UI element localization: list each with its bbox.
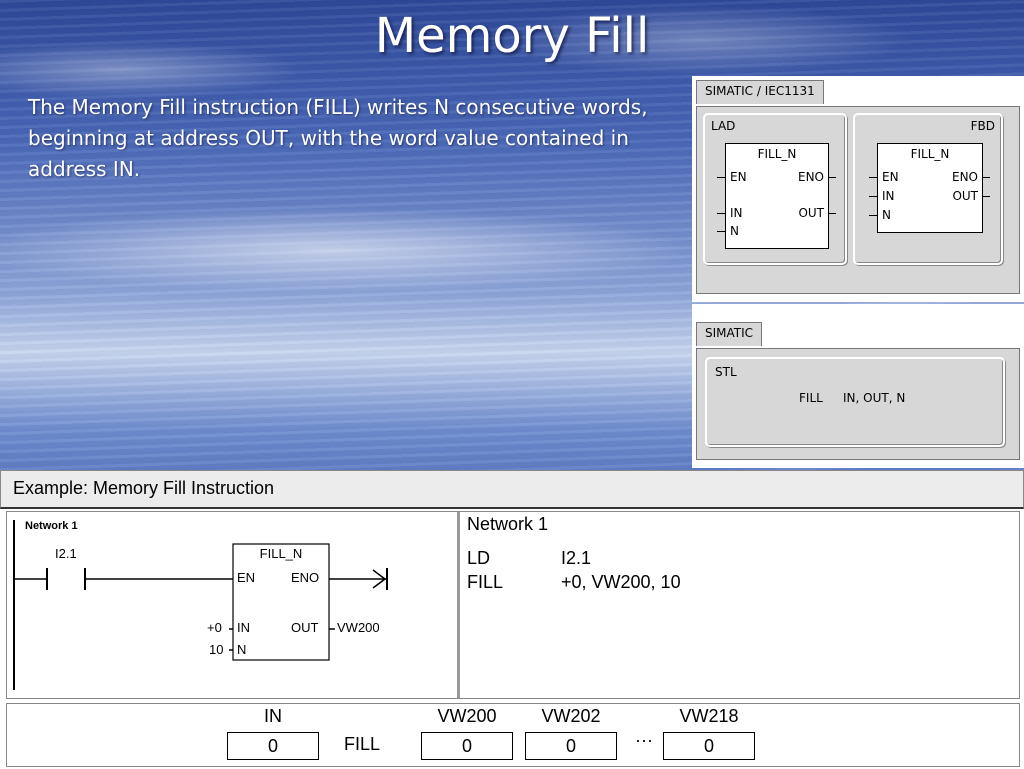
fbd-wire-out [982,196,990,197]
example-panel: Example: Memory Fill Instruction Network… [0,470,1024,769]
simatic-iec-tab-body: LAD FILL_N EN ENO IN OUT N FBD FILL_N EN… [696,106,1020,294]
example-pin-out: OUT [291,620,319,635]
example-pin-n: N [237,642,247,657]
fbd-pin-n: N [882,208,891,222]
lad-label: LAD [711,119,736,133]
fbd-pin-out: OUT [952,189,978,203]
lad-pin-eno: ENO [797,170,824,184]
fbd-wire-en [869,177,877,178]
fbd-label: FBD [970,119,995,133]
ladder-network-label: Network 1 [25,520,78,532]
example-pin-eno: ENO [291,570,320,585]
slide-description: The Memory Fill instruction (FILL) write… [28,95,648,181]
stl-line-1-op: LD [467,548,491,568]
fbd-wire-in [869,196,877,197]
vw218-header: VW218 [679,706,739,726]
stl-operands: IN, OUT, N [843,391,906,405]
lad-wire-out [828,213,836,214]
lad-box: LAD FILL_N EN ENO IN OUT N [703,113,847,265]
vw202-header: VW202 [541,706,601,726]
lad-pin-n: N [730,224,739,238]
ladder-diagram [15,543,388,661]
example-network: Network 1 I2.1 FILL_N EN ENO IN OUT N +0… [6,511,1020,699]
lad-fill-block: FILL_N EN ENO IN OUT N [725,143,829,249]
example-pin-in: IN [237,620,250,635]
fill-label: FILL [343,734,381,754]
lad-wire-n [717,231,725,232]
lad-wire-eno [828,177,836,178]
eno-arrow-icon [372,569,387,589]
stl-box: STL FILL IN, OUT, N [705,357,1005,447]
stl-line-2-op: FILL [467,572,504,592]
fbd-pin-in: IN [882,189,895,203]
vw202-cell: 0 [525,732,617,760]
fbd-wire-eno [982,177,990,178]
example-in-value: +0 [207,620,222,635]
vw218-cell: 0 [663,732,755,760]
example-fill-block [232,543,330,661]
tab-simatic[interactable]: SIMATIC [696,322,763,346]
simatic-tab-body: STL FILL IN, OUT, N [696,348,1020,460]
fbd-pin-en: EN [882,170,899,184]
lad-block-name: FILL_N [757,147,797,161]
fbd-block-name: FILL_N [910,147,950,161]
stl-line-1-operand: I2.1 [561,548,592,568]
example-out-address: VW200 [337,620,380,635]
in-header: IN [264,706,282,726]
lad-wire-en [717,177,725,178]
vw200-header: VW200 [437,706,497,726]
fbd-fill-block: FILL_N EN ENO IN OUT N [877,143,983,233]
example-title: Example: Memory Fill Instruction [13,478,275,498]
simatic-iec-panel: SIMATIC / IEC1131 LAD FILL_N EN ENO IN O… [692,76,1024,302]
in-cell: 0 [227,732,319,760]
example-n-value: 10 [209,642,224,657]
lad-pin-out: OUT [798,206,824,220]
lad-pin-en: EN [730,170,747,184]
stl-line-2-operand: +0, VW200, 10 [561,572,681,592]
stl-instruction: FILL [799,391,823,405]
fill-diagram: IN 0 FILL VW200 0 VW202 0 ··· VW218 0 [6,703,1020,767]
vw200-cell: 0 [421,732,513,760]
stl-label: STL [715,365,737,379]
fbd-wire-n [869,215,877,216]
example-block-name: FILL_N [259,546,303,561]
stl-network-label: Network 1 [467,514,549,534]
contact-address: I2.1 [55,546,77,561]
ladder-power-rail [13,520,15,690]
tab-simatic-iec[interactable]: SIMATIC / IEC1131 [696,80,824,104]
lad-wire-in [717,213,725,214]
slide-title: Memory Fill [374,8,650,64]
fbd-box: FBD FILL_N EN ENO IN OUT N [853,113,1003,265]
simatic-panel: SIMATIC STL FILL IN, OUT, N [692,304,1024,468]
ellipsis-icon: ··· [635,730,653,750]
fbd-pin-eno: ENO [951,170,978,184]
example-pin-en: EN [237,570,256,585]
lad-pin-in: IN [730,206,743,220]
example-header: Example: Memory Fill Instruction [0,471,1024,509]
example-divider [457,512,460,698]
